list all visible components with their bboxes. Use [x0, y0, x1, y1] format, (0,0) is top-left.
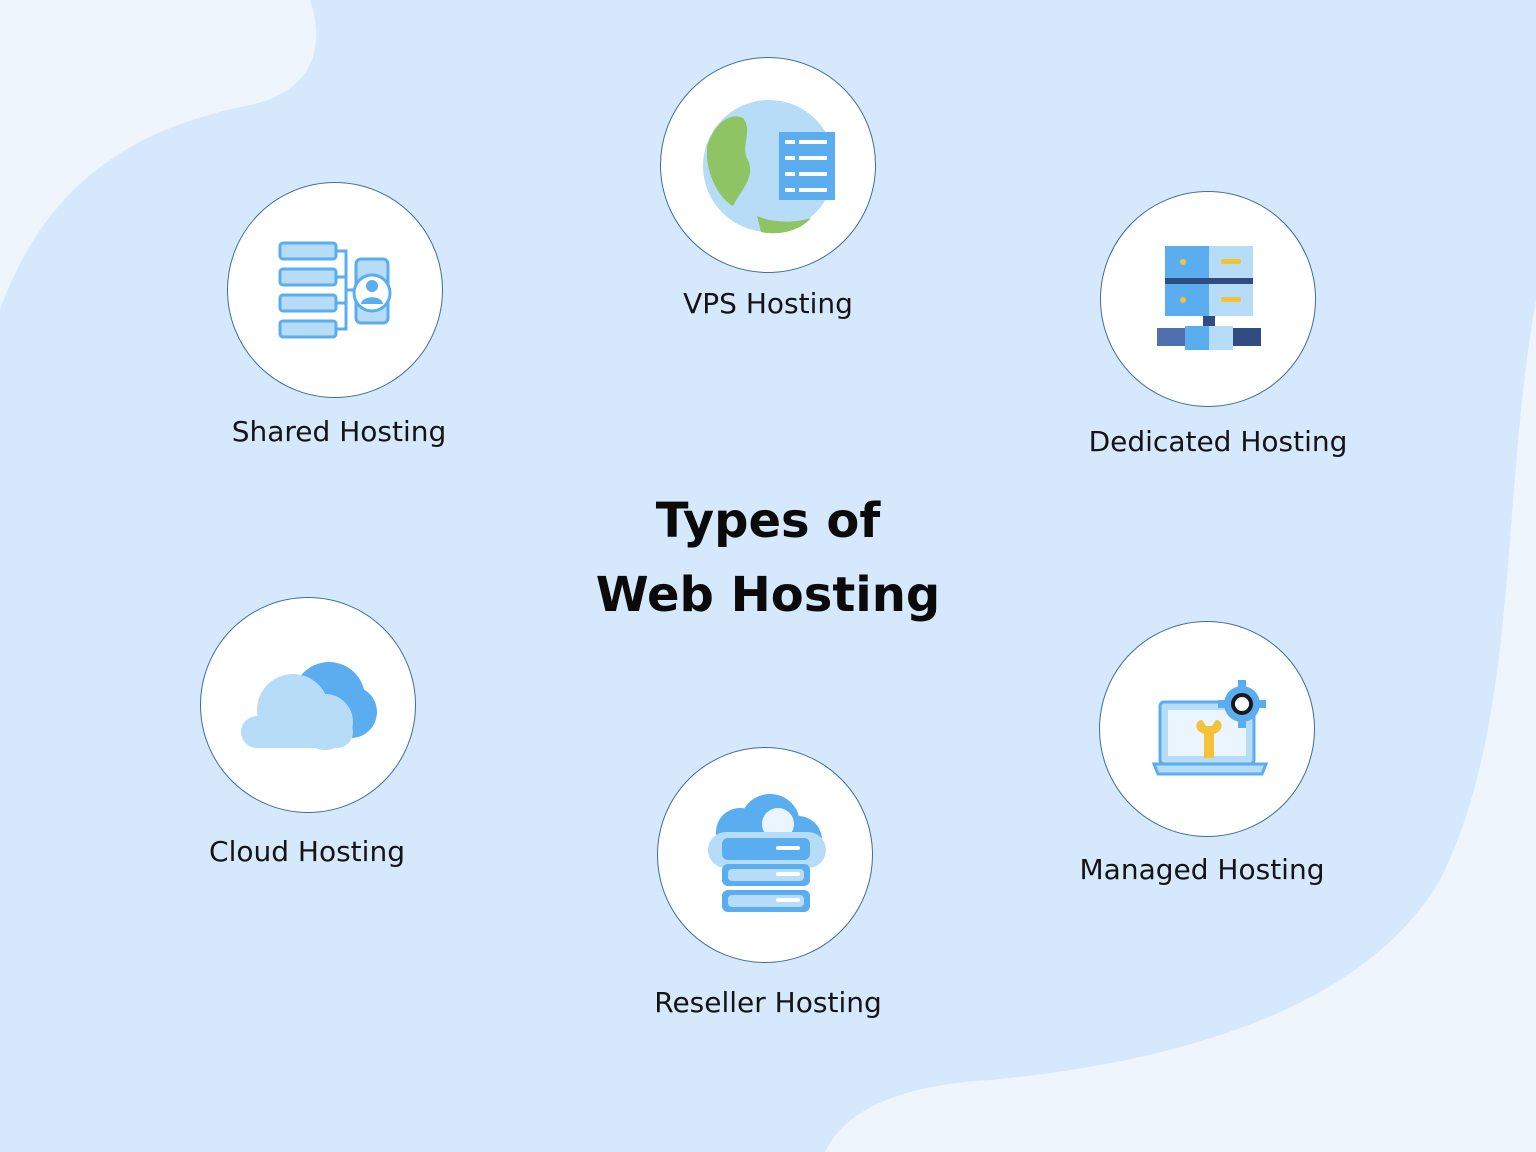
label-managed-hosting: Managed Hosting	[1079, 853, 1325, 886]
laptop-gear-wrench-icon	[1151, 680, 1269, 776]
node-shared-hosting[interactable]	[227, 182, 443, 398]
node-cloud-hosting[interactable]	[200, 597, 416, 813]
cloud-icon	[241, 662, 377, 750]
globe-server-icon	[703, 100, 835, 234]
background-blob-bottom-right	[825, 0, 1536, 1152]
node-reseller-hosting[interactable]	[657, 747, 873, 963]
shared-servers-user-icon	[278, 241, 392, 339]
label-dedicated-hosting: Dedicated Hosting	[1088, 425, 1348, 458]
label-shared-hosting: Shared Hosting	[231, 415, 447, 448]
label-vps-hosting: VPS Hosting	[683, 287, 853, 320]
node-dedicated-hosting[interactable]	[1100, 191, 1316, 407]
diagram-title: Types of Web Hosting	[596, 484, 941, 632]
node-managed-hosting[interactable]	[1099, 621, 1315, 837]
label-cloud-hosting: Cloud Hosting	[209, 835, 405, 868]
label-reseller-hosting: Reseller Hosting	[654, 986, 882, 1019]
title-line-2: Web Hosting	[595, 567, 941, 623]
server-rack-icon	[1157, 246, 1261, 350]
cloud-server-icon	[708, 794, 826, 912]
node-vps-hosting[interactable]	[660, 57, 876, 273]
gear-icon	[1218, 680, 1266, 728]
title-line-1: Types of	[655, 493, 881, 549]
background-blob-top-left	[0, 0, 317, 310]
